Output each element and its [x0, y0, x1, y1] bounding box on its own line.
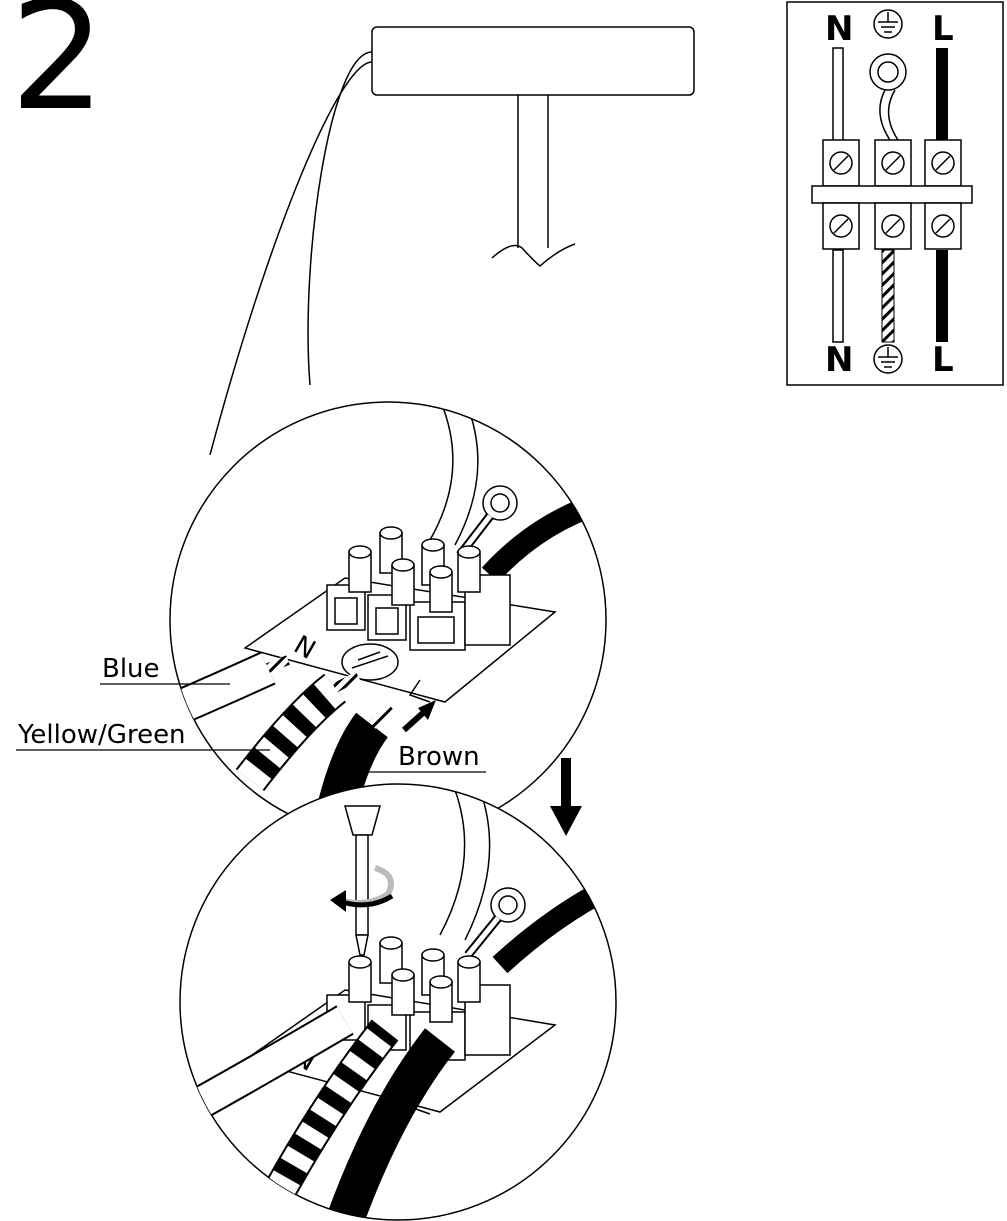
step-number: 2: [10, 0, 105, 144]
detail-circle-after: N: [179, 783, 617, 1221]
terminal-label-l-bottom: L: [932, 340, 954, 380]
label-yellow-green: Yellow/Green: [17, 720, 186, 750]
appliance-illustration: [209, 26, 695, 456]
earth-symbol-icon: [873, 344, 903, 374]
terminal-label-n-bottom: N: [825, 340, 853, 380]
screwdriver-icon: [344, 805, 381, 956]
insert-arrow-icon: [401, 700, 436, 733]
label-blue: Blue: [102, 654, 160, 684]
terminal-label-l-top: L: [932, 9, 954, 49]
down-arrow-icon: [550, 758, 582, 836]
terminal-block-reference: N L N L: [786, 1, 1004, 386]
rotate-arrow-icon: [330, 865, 394, 912]
wire-labels: Blue Yellow/Green Brown: [16, 654, 486, 773]
label-brown: Brown: [398, 742, 480, 772]
earth-symbol-icon: [873, 9, 903, 39]
terminal-label-n-top: N: [825, 9, 853, 49]
detail-circle-before: N: [169, 401, 607, 839]
